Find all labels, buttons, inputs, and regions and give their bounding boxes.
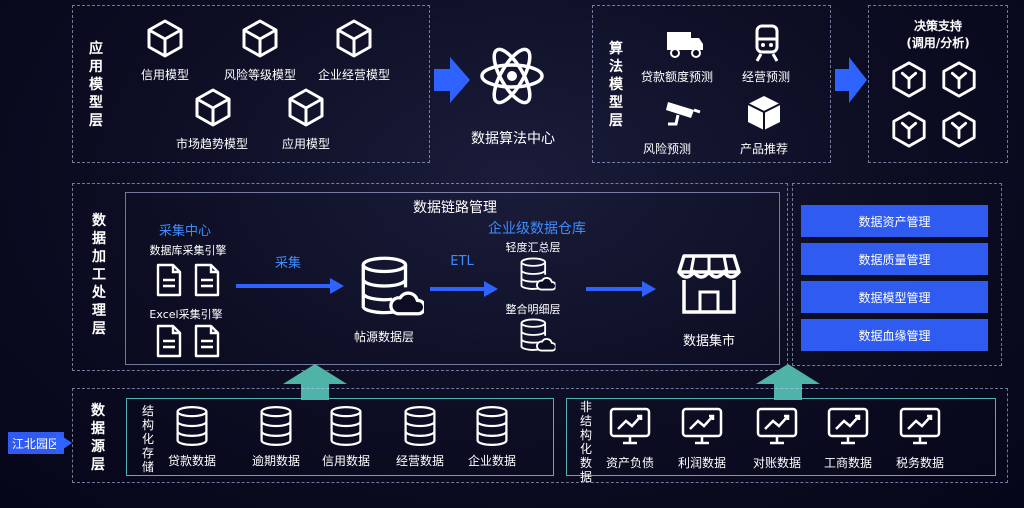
product-box-icon <box>747 96 781 130</box>
data-quality-management-button[interactable]: 数据质量管理 <box>801 243 988 275</box>
data-processing-layer-box <box>72 183 788 371</box>
decision-support-title: 决策支持 <box>913 19 963 33</box>
chart-monitor-icon <box>826 406 870 446</box>
unstructured-data-title: 非结构化数据 <box>579 400 592 484</box>
cube-icon <box>890 110 928 148</box>
cube-icon <box>940 110 978 148</box>
document-icon <box>193 263 221 297</box>
app-model-layer-title: 应用模型层 <box>89 41 103 129</box>
chart-monitor-icon <box>608 406 652 446</box>
arrow-right-icon <box>56 432 72 454</box>
truck-icon <box>667 32 703 58</box>
camera-icon <box>666 102 701 126</box>
model-label: 企业经营模型 <box>317 68 391 82</box>
arrow-right-icon <box>835 57 867 103</box>
model-label: 风险等级模型 <box>223 68 297 82</box>
database-icon <box>258 405 294 447</box>
chart-monitor-icon <box>755 406 799 446</box>
structured-data-label: 信用数据 <box>321 454 371 468</box>
database-icon <box>474 405 510 447</box>
collect-arrow-label: 采集 <box>274 256 302 271</box>
db-collect-engine-label: 数据库采集引擎 <box>149 244 227 257</box>
data-chain-box <box>125 192 780 365</box>
structured-storage-title: 结构化存储 <box>141 404 154 474</box>
decision-support-subtitle: (调用/分析) <box>906 36 970 50</box>
database-icon <box>402 405 438 447</box>
excel-collect-engine-label: Excel采集引擎 <box>149 308 223 321</box>
light-summary-layer-label: 轻度汇总层 <box>505 241 561 254</box>
source-layer-label: 帖源数据层 <box>353 330 415 344</box>
cube-icon <box>145 18 185 58</box>
store-icon <box>677 254 741 314</box>
algo-item-label: 经营预测 <box>741 70 791 84</box>
data-source-layer-title: 数据源层 <box>91 403 105 473</box>
cube-icon <box>240 18 280 58</box>
arrow-right-icon <box>236 278 344 294</box>
document-icon <box>155 324 183 358</box>
document-icon <box>155 263 183 297</box>
database-icon <box>174 405 210 447</box>
data-mart-label: 数据集市 <box>682 334 736 349</box>
unstructured-data-label: 利润数据 <box>677 456 727 470</box>
algo-model-layer-title: 算法模型层 <box>609 41 623 129</box>
cube-icon <box>940 60 978 98</box>
unstructured-data-label: 税务数据 <box>895 456 945 470</box>
arrow-up-icon <box>283 364 347 400</box>
database-cloud-icon <box>358 255 424 317</box>
data-source-layer-box <box>72 388 1008 483</box>
arrow-right-icon <box>586 281 656 297</box>
algo-item-label: 风险预测 <box>642 142 692 156</box>
data-algorithm-center-label: 数据算法中心 <box>471 131 555 147</box>
detail-layer-label: 整合明细层 <box>505 303 561 316</box>
arrow-up-icon <box>756 364 820 400</box>
model-label: 信用模型 <box>140 68 190 82</box>
management-panel-box <box>792 183 1002 366</box>
cube-icon <box>193 87 233 127</box>
atom-icon <box>480 47 544 105</box>
unstructured-data-label: 对账数据 <box>752 456 802 470</box>
algo-item-label: 贷款额度预测 <box>640 70 714 84</box>
data-lineage-management-button[interactable]: 数据血缘管理 <box>801 319 988 351</box>
structured-data-label: 逾期数据 <box>251 454 301 468</box>
data-model-management-button[interactable]: 数据模型管理 <box>801 281 988 313</box>
database-cloud-icon <box>518 257 556 291</box>
unstructured-data-box <box>566 398 996 476</box>
etl-label: ETL <box>450 254 474 269</box>
arrow-right-icon <box>434 57 470 103</box>
unstructured-data-label: 工商数据 <box>823 456 873 470</box>
data-asset-management-button[interactable]: 数据资产管理 <box>801 205 988 237</box>
structured-storage-box <box>126 398 554 476</box>
park-input-label: 江北园区 <box>8 432 64 454</box>
model-label: 市场趋势模型 <box>175 137 249 151</box>
collect-center-label: 采集中心 <box>158 224 212 239</box>
data-processing-layer-title: 数据加工处理层 <box>92 213 106 337</box>
data-chain-title: 数据链路管理 <box>413 200 497 216</box>
arrow-right-icon <box>430 281 498 297</box>
model-label: 应用模型 <box>281 137 331 151</box>
algo-model-layer-box <box>592 5 831 163</box>
enterprise-warehouse-label: 企业级数据仓库 <box>488 221 586 237</box>
app-model-layer-box <box>72 5 430 163</box>
cube-icon <box>286 87 326 127</box>
structured-data-label: 经营数据 <box>395 454 445 468</box>
database-cloud-icon <box>518 318 556 352</box>
train-icon <box>755 24 779 62</box>
decision-support-box <box>868 5 1008 163</box>
document-icon <box>193 324 221 358</box>
chart-monitor-icon <box>680 406 724 446</box>
structured-data-label: 企业数据 <box>467 454 517 468</box>
unstructured-data-label: 资产负债 <box>605 456 655 470</box>
algo-item-label: 产品推荐 <box>739 142 789 156</box>
database-icon <box>328 405 364 447</box>
chart-monitor-icon <box>898 406 942 446</box>
structured-data-label: 贷款数据 <box>167 454 217 468</box>
cube-icon <box>890 60 928 98</box>
cube-icon <box>334 18 374 58</box>
